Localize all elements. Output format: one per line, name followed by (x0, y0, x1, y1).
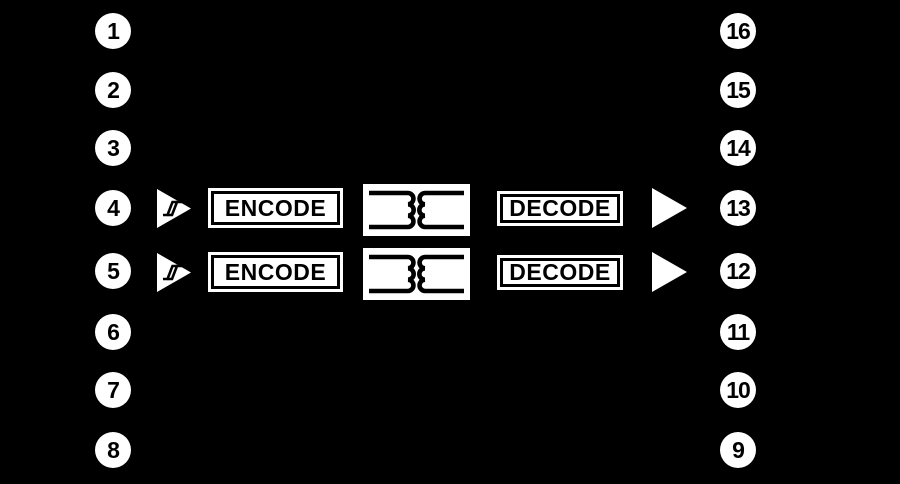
pin-circle-3: 3 (95, 130, 131, 166)
decode-label: DECODE (500, 258, 620, 287)
pin-circle-5: 5 (95, 253, 131, 289)
pin-circle-8: 8 (95, 432, 131, 468)
pin-circle-10: 10 (720, 372, 756, 408)
pin-circle-13: 13 (720, 190, 756, 226)
pin-circle-6: 6 (95, 314, 131, 350)
isolation-transformer-icon (363, 248, 470, 300)
encode-block-a: ENCODE (208, 188, 343, 228)
pin-circle-2: 2 (95, 72, 131, 108)
encode-block-b: ENCODE (208, 252, 343, 292)
pin-circle-1: 1 (95, 13, 131, 49)
isolation-transformer-icon (363, 184, 470, 236)
decode-label: DECODE (500, 194, 620, 223)
buffer-triangle-icon (652, 188, 687, 228)
pin-circle-14: 14 (720, 130, 756, 166)
pin-circle-7: 7 (95, 372, 131, 408)
schmitt-trigger-icon (157, 253, 191, 292)
pin-circle-16: 16 (720, 13, 756, 49)
decode-block-b: DECODE (497, 255, 623, 290)
pin-circle-9: 9 (720, 432, 756, 468)
pin-circle-15: 15 (720, 72, 756, 108)
decode-block-a: DECODE (497, 191, 623, 226)
schmitt-trigger-icon (157, 189, 191, 228)
buffer-triangle-icon (652, 252, 687, 292)
pin-circle-11: 11 (720, 314, 756, 350)
encode-label: ENCODE (211, 191, 340, 225)
encode-label: ENCODE (211, 255, 340, 289)
pin-circle-4: 4 (95, 190, 131, 226)
pin-circle-12: 12 (720, 253, 756, 289)
